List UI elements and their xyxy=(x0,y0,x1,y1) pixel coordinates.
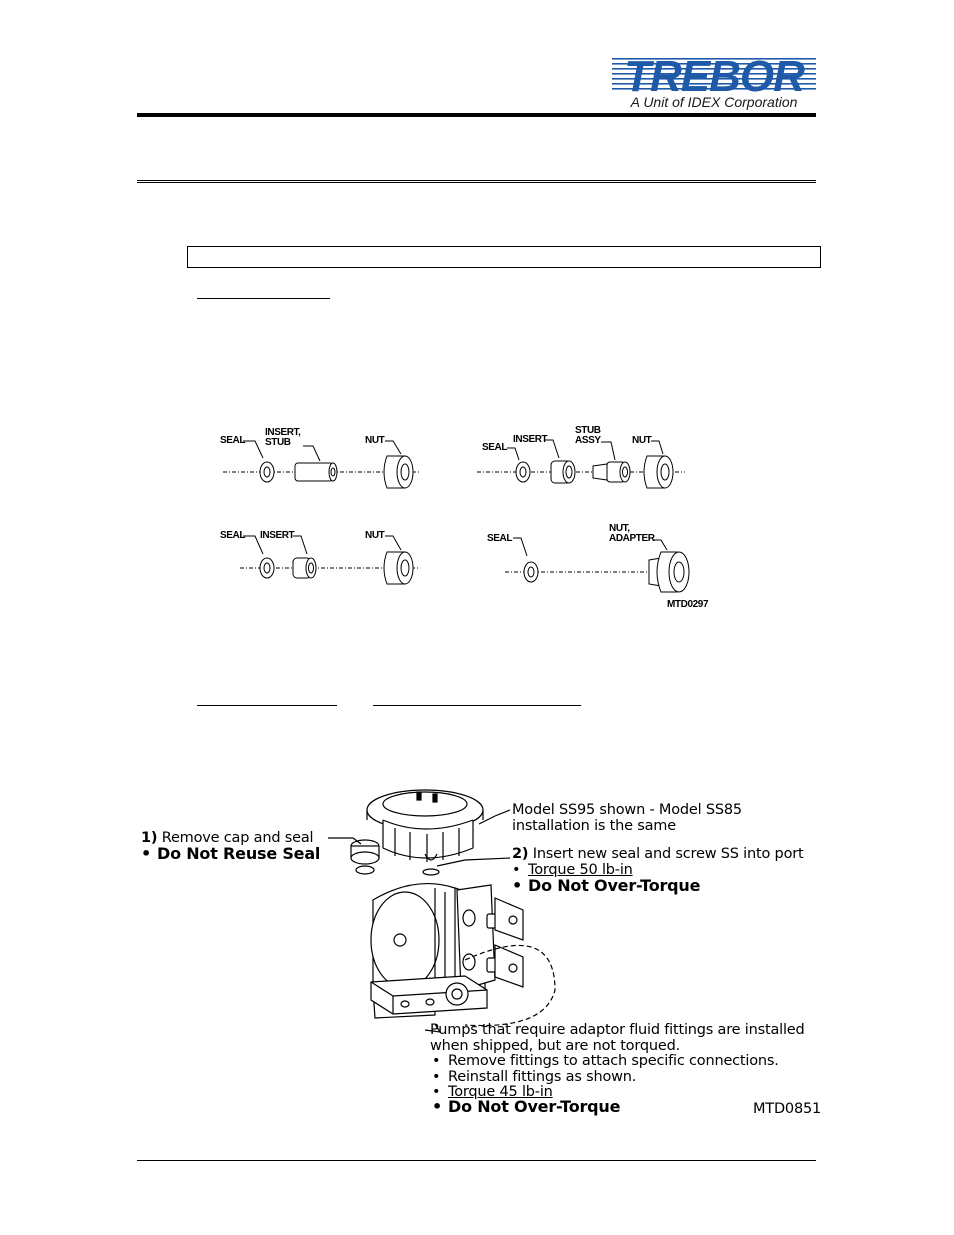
pump-installation-figure: 1) Remove cap and seal • Do Not Reuse Sea… xyxy=(135,780,835,1120)
step1-number: 1) xyxy=(141,830,158,846)
bullet-dot: • xyxy=(432,1069,441,1085)
label-b-insert: INSERT xyxy=(513,434,548,445)
trebor-logo: TREBOR A Unit of IDEX Corporation xyxy=(612,54,816,112)
label-a-insert-line2: STUB xyxy=(265,437,291,448)
adaptor-warning-text: Do Not Over-Torque xyxy=(448,1097,621,1116)
fittings-parts-figure: SEAL INSERT, STUB NUT SEAL INSERT STUB A… xyxy=(215,420,715,615)
label-c-insert: INSERT xyxy=(260,530,295,541)
figure-code-mtd0297: MTD0297 xyxy=(667,599,709,610)
adaptor-line1: Pumps that require adaptor fluid fitting… xyxy=(430,1022,805,1038)
adaptor-bullet1-text: Remove fittings to attach specific conne… xyxy=(448,1053,779,1069)
label-b-stub-line1: STUB xyxy=(575,425,601,436)
logo-text: TREBOR xyxy=(624,54,805,94)
bullet-dot: • xyxy=(432,1097,443,1116)
step2-line: 2) Insert new seal and screw SS into por… xyxy=(512,846,804,862)
label-d-nut-line1: NUT, xyxy=(609,523,630,534)
label-b-stub-line2: ASSY xyxy=(575,435,601,446)
section-box xyxy=(187,246,821,268)
label-d-seal: SEAL xyxy=(487,533,513,544)
trebor-logo-wordmark: TREBOR xyxy=(612,54,816,94)
step2-number: 2) xyxy=(512,846,529,862)
label-a-insert-line1: INSERT, xyxy=(265,427,301,438)
label-b-stub-assy: STUB ASSY xyxy=(575,426,601,446)
step2-text: Insert new seal and screw SS into port xyxy=(528,846,804,862)
figure-code-mtd0851: MTD0851 xyxy=(753,1101,822,1117)
label-c-seal: SEAL xyxy=(220,530,246,541)
bullet-dot: • xyxy=(141,844,152,863)
label-d-nut-adapter: NUT, ADAPTER xyxy=(609,524,655,544)
bullet-dot: • xyxy=(432,1053,441,1069)
label-a-nut: NUT xyxy=(365,435,385,446)
model-note-line1: Model SS95 shown - Model SS85 xyxy=(512,802,742,818)
label-a-seal: SEAL xyxy=(220,435,246,446)
label-d-nut-line2: ADAPTER xyxy=(609,533,655,544)
pump-drawing xyxy=(328,789,556,1033)
adaptor-bullet2: • Reinstall fittings as shown. xyxy=(432,1069,636,1085)
underline-1 xyxy=(197,298,330,299)
label-a-insert-stub: INSERT, STUB xyxy=(265,428,301,448)
step2-torque: • Torque 50 lb-in xyxy=(512,862,633,878)
logo-subtitle: A Unit of IDEX Corporation xyxy=(630,94,798,110)
step1-bullet: • Do Not Reuse Seal xyxy=(141,846,320,862)
label-c-nut: NUT xyxy=(365,530,385,541)
bullet-dot: • xyxy=(432,1084,441,1100)
step1-line: 1) Remove cap and seal xyxy=(141,830,314,846)
adaptor-bullet1: • Remove fittings to attach specific conn… xyxy=(432,1053,779,1069)
adaptor-bullet3: • Torque 45 lb-in xyxy=(432,1084,553,1100)
title-rule xyxy=(137,180,816,183)
bullet-dot: • xyxy=(512,876,523,895)
model-note-line2: installation is the same xyxy=(512,818,676,834)
step1-bullet-text: Do Not Reuse Seal xyxy=(157,844,321,863)
adaptor-bullet3-text: Torque 45 lb-in xyxy=(448,1084,553,1100)
adaptor-warning: • Do Not Over-Torque xyxy=(432,1099,620,1115)
adaptor-line2: when shipped, but are not torqued. xyxy=(430,1038,680,1054)
label-b-seal: SEAL xyxy=(482,442,508,453)
step2-torque-text: Torque 50 lb-in xyxy=(528,862,633,878)
step1-text: Remove cap and seal xyxy=(157,830,314,846)
underline-2 xyxy=(197,705,337,706)
adaptor-bullet2-text: Reinstall fittings as shown. xyxy=(448,1069,637,1085)
fittings-drawing xyxy=(223,439,690,593)
underline-3 xyxy=(373,705,581,706)
header-rule xyxy=(137,113,816,117)
step2-warning-text: Do Not Over-Torque xyxy=(528,876,701,895)
step2-warning: • Do Not Over-Torque xyxy=(512,878,700,894)
bullet-dot: • xyxy=(512,862,521,878)
footer-rule xyxy=(137,1160,816,1161)
label-b-nut: NUT xyxy=(632,435,652,446)
